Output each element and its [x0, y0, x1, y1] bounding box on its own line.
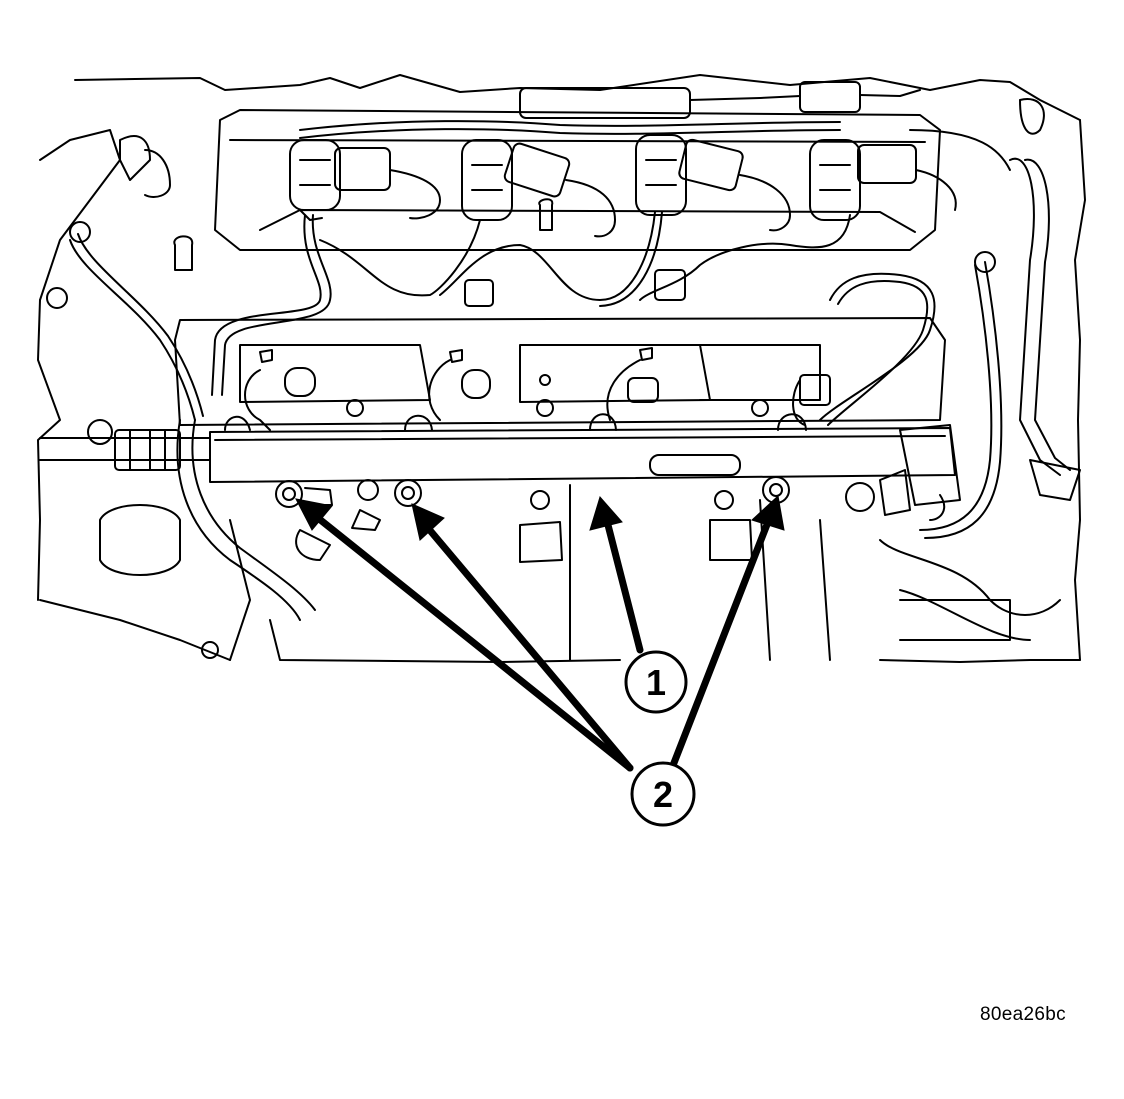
arrow-callout-2-to-bolt-1 — [295, 498, 634, 772]
rail-mounting-bolts — [275, 476, 790, 510]
callout-2-label: 2 — [653, 774, 673, 815]
rail-sensors — [244, 347, 831, 431]
intake-manifold — [174, 317, 946, 426]
callout-1-label: 1 — [646, 662, 666, 703]
arrow-callout-1 — [589, 495, 644, 654]
left-hoses — [39, 135, 316, 659]
callout-1: 1 — [624, 650, 688, 714]
figure-id: 80ea26bc — [980, 1004, 1066, 1025]
engine-block-outline — [37, 74, 1086, 663]
injector-1 — [289, 139, 441, 221]
arrow-callout-2-to-bolt-2 — [411, 503, 634, 772]
fuel-injectors — [173, 134, 957, 271]
high-pressure-fuel-lines — [211, 211, 936, 426]
right-hoses — [899, 98, 1081, 641]
lower-engine-details — [295, 484, 1061, 661]
cylinder-head-cover — [214, 109, 941, 251]
callout-2: 2 — [630, 761, 696, 827]
fuel-rail — [209, 413, 956, 483]
fuel-return-line — [299, 81, 921, 139]
callout-arrows — [295, 495, 785, 772]
line-connectors — [464, 269, 686, 307]
bolt-extra — [357, 479, 379, 501]
injector-2 — [461, 139, 616, 238]
bolt-2 — [394, 479, 422, 507]
pressure-regulator — [845, 424, 961, 521]
injector-4 — [809, 139, 957, 221]
arrow-callout-2-to-bolt-3 — [668, 495, 785, 772]
injector-3 — [635, 134, 791, 232]
